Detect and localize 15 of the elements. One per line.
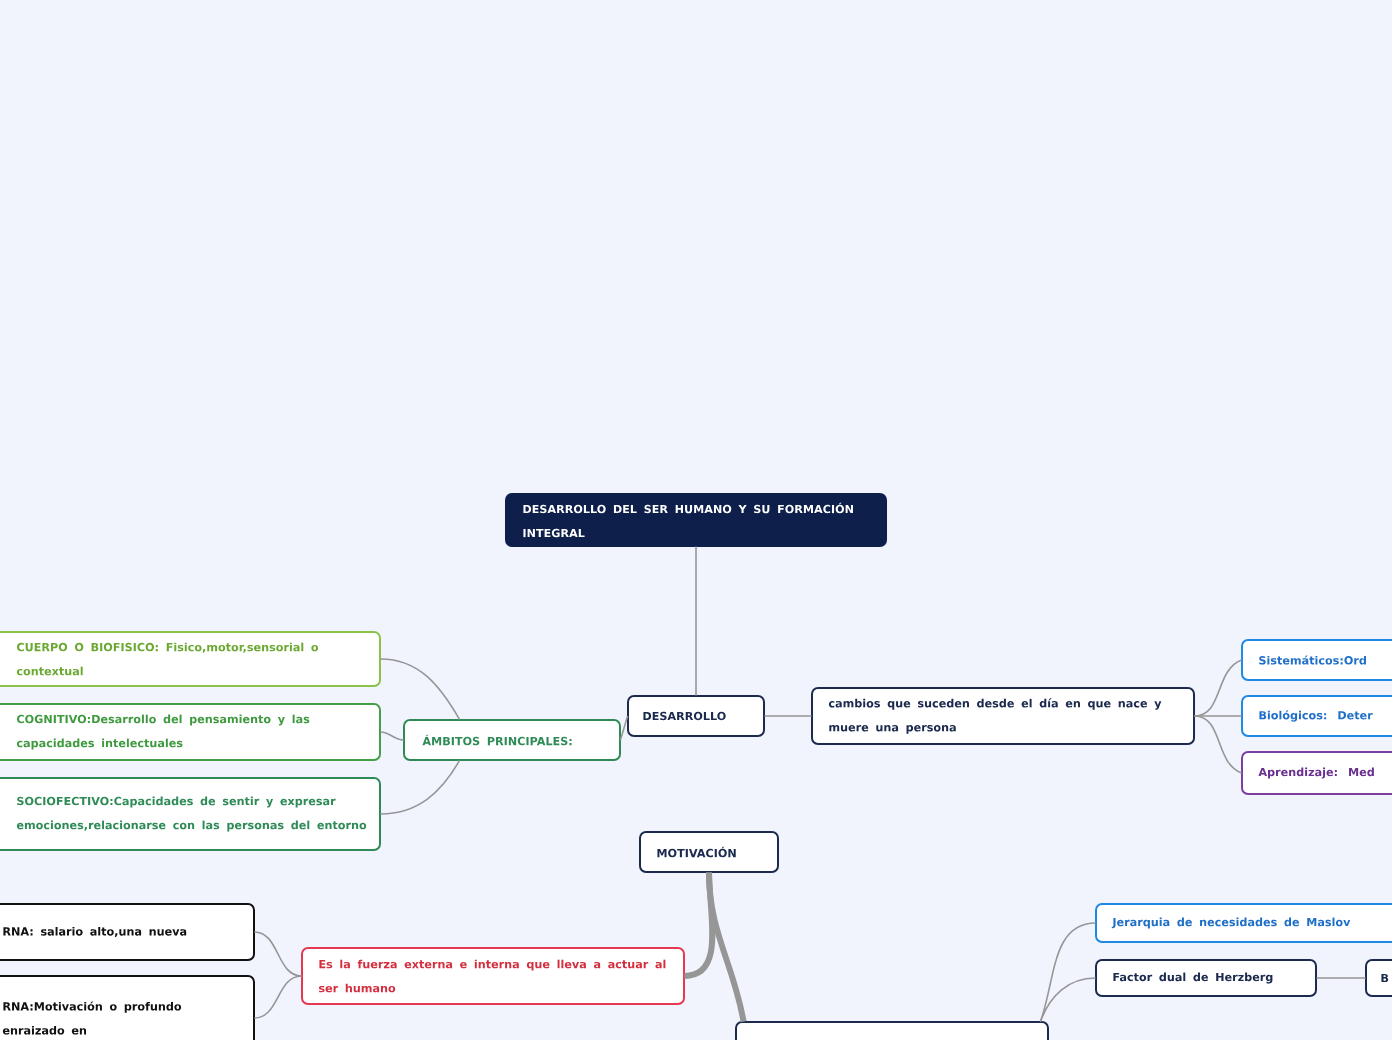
connector [379, 658, 461, 721]
connector [695, 545, 697, 697]
connector [763, 715, 813, 717]
connector [1193, 715, 1243, 774]
topic-box [735, 1021, 1049, 1040]
connector [253, 975, 303, 1019]
connector [379, 759, 461, 815]
connector [1039, 922, 1097, 1023]
connector [1193, 715, 1243, 717]
connector [1039, 977, 1097, 1023]
connector [706, 872, 747, 1023]
connector [379, 731, 405, 741]
connector [253, 931, 303, 977]
connector [619, 715, 629, 741]
connector [1315, 977, 1367, 979]
